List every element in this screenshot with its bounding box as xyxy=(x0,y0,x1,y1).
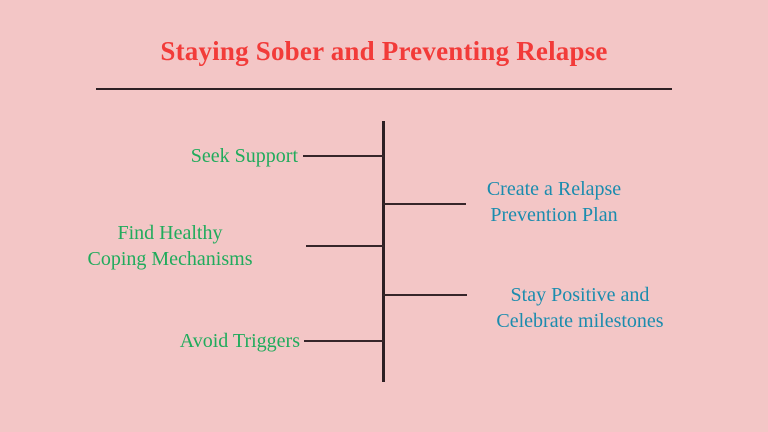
diagram-label-avoid-triggers: Avoid Triggers xyxy=(40,328,300,354)
diagram-label-line: Find Healthy xyxy=(117,222,223,244)
diagram-label-coping-mechanisms: Find Healthy Coping Mechanisms xyxy=(40,220,300,273)
connector-right-2 xyxy=(383,294,467,296)
connector-left-1 xyxy=(303,155,384,157)
diagram-label-stay-positive: Stay Positive and Celebrate milestones xyxy=(470,282,690,335)
diagram-label-line: Stay Positive and xyxy=(510,284,650,306)
diagram-label-line: Prevention Plan xyxy=(490,204,618,227)
diagram-label-seek-support: Seek Support xyxy=(40,143,298,169)
diagram-label-line: Celebrate milestones xyxy=(496,310,664,333)
title-divider xyxy=(96,88,672,90)
diagram-label-line: Coping Mechanisms xyxy=(87,248,253,271)
page-title: Staying Sober and Preventing Relapse xyxy=(160,36,608,66)
diagram-label-relapse-prevention-plan: Create a Relapse Prevention Plan xyxy=(468,176,640,229)
connector-left-2 xyxy=(306,245,384,247)
diagram-spine-line xyxy=(382,121,385,382)
diagram-label-line: Seek Support xyxy=(190,145,298,167)
connector-right-1 xyxy=(383,203,466,205)
diagram-label-line: Create a Relapse xyxy=(486,178,622,200)
connector-left-3 xyxy=(304,340,384,342)
diagram-label-line: Avoid Triggers xyxy=(179,330,300,352)
